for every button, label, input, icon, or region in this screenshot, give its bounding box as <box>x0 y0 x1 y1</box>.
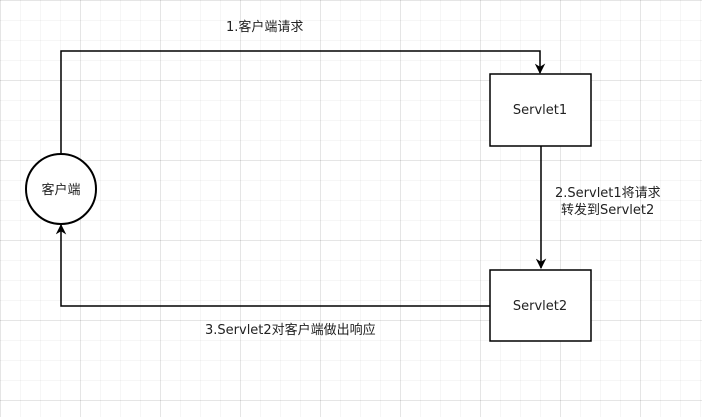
edge-label-forward-line2: 转发到Servlet2 <box>561 203 655 218</box>
client-node <box>25 153 97 225</box>
client-node-label: 客户端 <box>41 182 80 198</box>
edge-client-to-servlet1 <box>60 50 546 155</box>
servlet1-node-label: Servlet1 <box>513 103 567 118</box>
servlet1-node <box>489 73 592 147</box>
edge-label-response: 3.Servlet2对客户端做出响应 <box>205 323 376 338</box>
servlet2-node <box>489 269 592 342</box>
edge-servlet2-to-client <box>55 223 490 307</box>
edge-label-request: 1.客户端请求 <box>226 20 304 35</box>
servlet2-node-label: Servlet2 <box>513 299 567 314</box>
edge-label-forward-line1: 2.Servlet1将请求 <box>555 186 661 201</box>
